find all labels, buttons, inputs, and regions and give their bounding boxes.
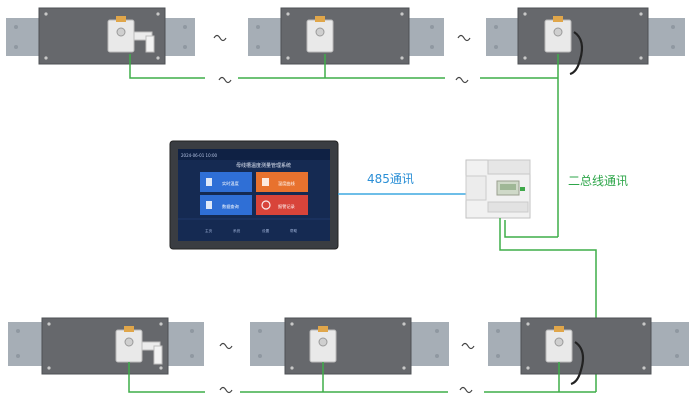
break-mark-top-2 <box>457 34 471 42</box>
screen-nav-3[interactable]: 设置 <box>262 228 270 233</box>
busbar-segment-bottom-right <box>488 317 689 386</box>
screen-title: 母线槽温度测量管理系统 <box>236 162 291 169</box>
screen-tile-2[interactable] <box>256 172 308 192</box>
screen-tile-label-3: 数据查询 <box>222 203 239 210</box>
busbar-segment-top-middle <box>248 7 444 65</box>
screen-tile-label-1: 实时温度 <box>222 180 240 187</box>
busbar-segment-bottom-left <box>8 317 204 375</box>
screen-tile-4[interactable] <box>256 195 308 215</box>
break-mark-bottom-2 <box>461 342 475 350</box>
screen-nav-4[interactable]: 帮助 <box>290 228 298 233</box>
break-mark-bottom-1 <box>219 342 233 350</box>
din-rail-module <box>465 159 531 219</box>
busbar-segment-top-right <box>486 7 685 76</box>
green-bus-vertical-top <box>504 78 559 238</box>
screen-header-time: 2024-06-01 10:00 <box>181 153 218 158</box>
screen-tile-label-4: 报警记录 <box>278 203 295 210</box>
break-mark-top-4 <box>455 76 469 84</box>
busbar-segment-top-left <box>6 7 195 65</box>
screen-tile-3[interactable] <box>200 195 252 215</box>
break-mark-bottom-4 <box>459 386 473 394</box>
screen-nav-2[interactable]: 系统 <box>233 228 241 233</box>
touch-screen-panel: 2024-06-01 10:00 母线槽温度测量管理系统 实时温度 温度曲线 数… <box>169 140 339 250</box>
screen-nav-1[interactable]: 主页 <box>205 228 213 233</box>
busbar-segment-bottom-middle <box>250 317 449 375</box>
two-wire-bus-label: 二总线通讯 <box>568 174 628 188</box>
green-bus-bottom <box>128 362 596 393</box>
green-bus-top <box>129 54 559 79</box>
screen-tile-label-2: 温度曲线 <box>278 180 296 187</box>
break-mark-bottom-3 <box>219 386 233 394</box>
screen-tile-1[interactable] <box>200 172 252 192</box>
rs485-label: 485通讯 <box>367 172 414 186</box>
break-mark-top-1 <box>213 34 227 42</box>
break-mark-top-3 <box>218 76 232 84</box>
